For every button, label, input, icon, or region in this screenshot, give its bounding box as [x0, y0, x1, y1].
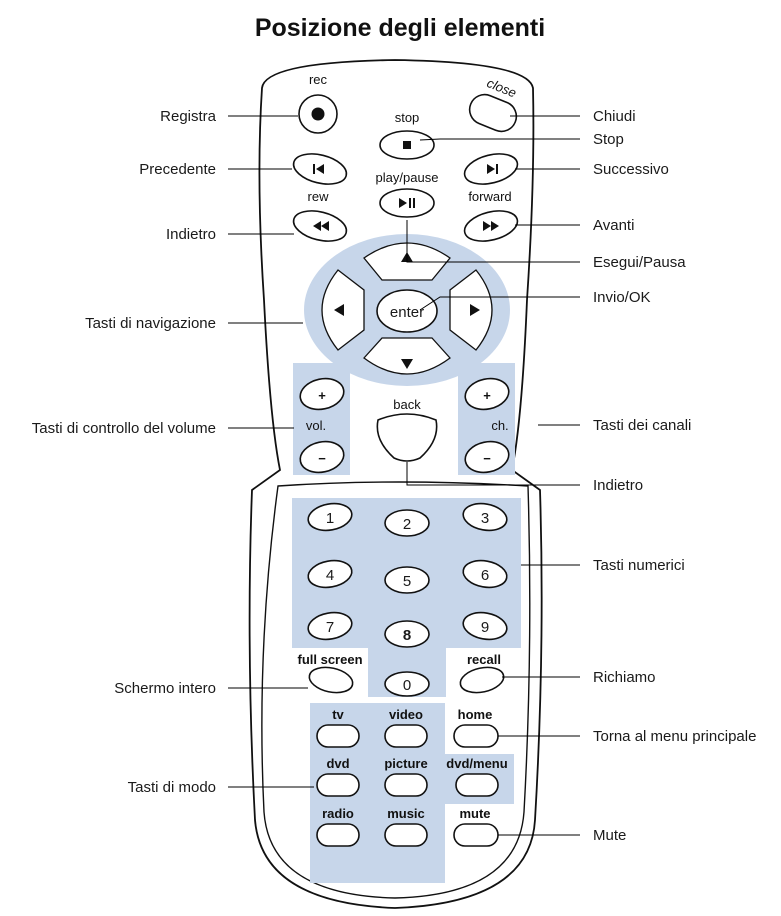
enter-label: enter — [390, 304, 424, 321]
label-menu: Torna al menu principale — [593, 728, 756, 745]
back-label: back — [393, 397, 421, 412]
mute-label: mute — [459, 806, 490, 821]
dvd-button[interactable] — [317, 774, 359, 796]
video-button[interactable] — [385, 725, 427, 747]
volume-down-icon: − — [318, 451, 326, 466]
play-pause-label: play/pause — [376, 170, 439, 185]
video-label: video — [389, 707, 423, 722]
dvd-menu-button[interactable] — [456, 774, 498, 796]
label-invio: Invio/OK — [593, 289, 651, 306]
label-esegui: Esegui/Pausa — [593, 254, 686, 271]
full-screen-label: full screen — [297, 652, 362, 667]
label-modo: Tasti di modo — [128, 779, 216, 796]
home-button[interactable] — [454, 725, 498, 747]
digit-5-label: 5 — [403, 573, 411, 590]
label-navigazione: Tasti di navigazione — [85, 315, 216, 332]
label-schermo: Schermo intero — [114, 680, 216, 697]
label-registra: Registra — [160, 108, 217, 125]
rew-label: rew — [308, 189, 330, 204]
dvd-label: dvd — [326, 756, 349, 771]
picture-button[interactable] — [385, 774, 427, 796]
rec-dot-icon — [312, 108, 325, 121]
label-stop: Stop — [593, 131, 624, 148]
rec-label: rec — [309, 72, 328, 87]
channel-up-icon: + — [483, 388, 491, 403]
digit-0-label: 0 — [403, 677, 411, 694]
picture-label: picture — [384, 756, 427, 771]
tv-label: tv — [332, 707, 344, 722]
digit-4-label: 4 — [326, 567, 334, 584]
label-indietro-left: Indietro — [166, 226, 216, 243]
label-indietro-right: Indietro — [593, 477, 643, 494]
tv-button[interactable] — [317, 725, 359, 747]
label-richiamo: Richiamo — [593, 669, 656, 686]
label-avanti: Avanti — [593, 217, 634, 234]
label-numerici: Tasti numerici — [593, 557, 685, 574]
music-label: music — [387, 806, 425, 821]
label-canali: Tasti dei canali — [593, 417, 691, 434]
stop-icon — [403, 141, 411, 149]
stop-label: stop — [395, 110, 420, 125]
channel-down-icon: − — [483, 451, 491, 466]
digit-6-label: 6 — [481, 567, 489, 584]
recall-label: recall — [467, 652, 501, 667]
forward-label: forward — [468, 189, 511, 204]
digit-9-label: 9 — [481, 619, 489, 636]
digit-1-label: 1 — [326, 510, 334, 527]
digit-2-label: 2 — [403, 516, 411, 533]
label-mute: Mute — [593, 827, 626, 844]
channel-label: ch. — [491, 418, 508, 433]
label-chiudi: Chiudi — [593, 108, 636, 125]
radio-label: radio — [322, 806, 354, 821]
volume-label: vol. — [306, 418, 326, 433]
digit-7-label: 7 — [326, 619, 334, 636]
radio-button[interactable] — [317, 824, 359, 846]
diagram-title: Posizione degli elementi — [255, 14, 545, 42]
music-button[interactable] — [385, 824, 427, 846]
dvd-menu-label: dvd/menu — [446, 756, 507, 771]
home-label: home — [458, 707, 493, 722]
label-volume: Tasti di controllo del volume — [32, 420, 216, 437]
label-successivo: Successivo — [593, 161, 669, 178]
digit-8-label: 8 — [403, 627, 411, 644]
mute-button[interactable] — [454, 824, 498, 846]
label-precedente: Precedente — [139, 161, 216, 178]
digit-3-label: 3 — [481, 510, 489, 527]
volume-up-icon: + — [318, 388, 326, 403]
